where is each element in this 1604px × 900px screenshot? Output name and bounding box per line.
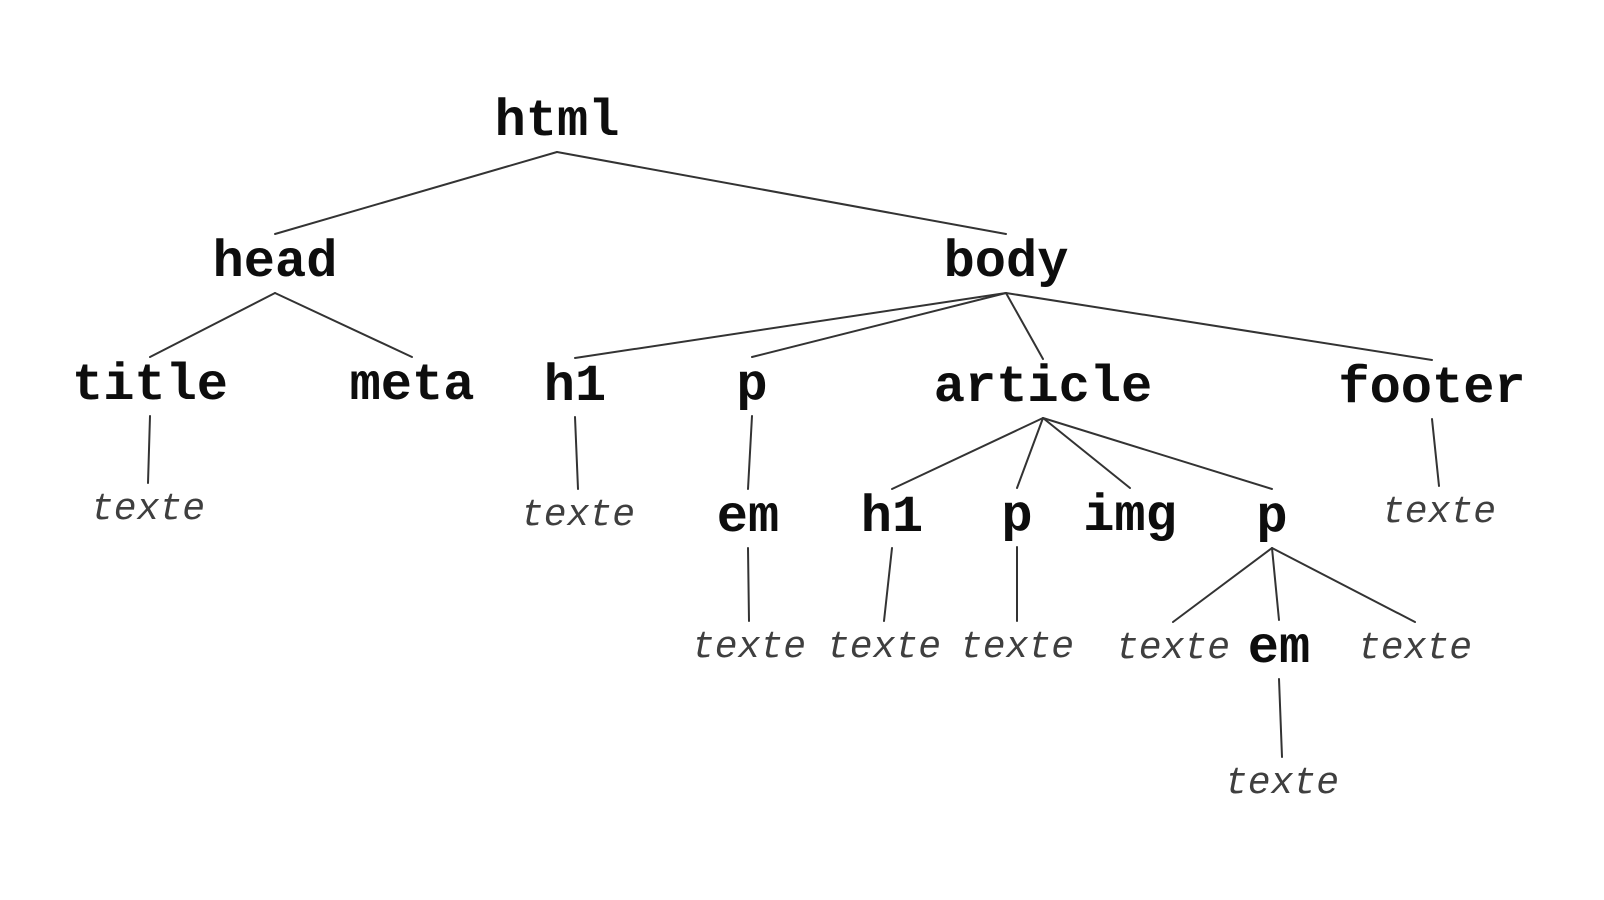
element-node-img: img <box>1083 487 1177 546</box>
element-node-p-body: p <box>736 356 768 415</box>
element-node-head: head <box>212 233 338 292</box>
tree-edge-article-p2-article <box>1042 417 1273 490</box>
tree-edge-body-p-body <box>751 292 1007 358</box>
element-node-h1-body: h1 <box>543 357 607 416</box>
text-node-texte-em-p2: texte <box>1224 762 1340 805</box>
element-node-em-p2: em <box>1247 619 1311 678</box>
tree-edge-head-title <box>149 292 276 358</box>
tree-edge-h1-article-texte-h1-article <box>883 547 893 622</box>
tree-edge-body-article <box>1005 292 1044 360</box>
tree-edge-p2-article-texte-p2-left <box>1172 547 1273 623</box>
element-node-em-p-body: em <box>716 488 780 547</box>
element-node-p-article: p <box>1001 487 1033 546</box>
tree-edge-em-p2-texte-em-p2 <box>1278 678 1283 758</box>
tree-edge-p2-article-texte-p2-right <box>1271 547 1416 623</box>
tree-edge-em-p-body-texte-em <box>747 547 750 622</box>
tree-edge-footer-texte-footer <box>1431 418 1440 487</box>
text-node-texte-em: texte <box>691 626 807 669</box>
tree-edge-html-head <box>274 151 558 235</box>
tree-edge-article-p-article <box>1016 417 1044 489</box>
tree-edge-body-footer <box>1005 292 1433 361</box>
element-node-html: html <box>494 92 620 151</box>
text-node-texte-title: texte <box>90 488 206 531</box>
text-node-texte-p-article: texte <box>959 626 1075 669</box>
element-node-article: article <box>933 358 1153 417</box>
element-node-title: title <box>71 356 229 415</box>
tree-edge-article-h1-article <box>891 417 1044 490</box>
text-node-texte-footer: texte <box>1381 491 1497 534</box>
tree-edge-body-h1-body <box>574 292 1007 359</box>
text-node-texte-p2-right: texte <box>1357 627 1473 670</box>
text-node-texte-h1-body: texte <box>520 494 636 537</box>
element-node-footer: footer <box>1338 359 1526 418</box>
tree-edge-article-img <box>1042 417 1131 489</box>
text-node-texte-p2-left: texte <box>1115 627 1231 670</box>
text-node-texte-h1-article: texte <box>826 626 942 669</box>
element-node-meta: meta <box>349 356 475 415</box>
tree-edge-p2-article-em-p2 <box>1271 547 1280 621</box>
element-node-p2-article: p <box>1256 488 1288 547</box>
tree-edge-h1-body-texte-h1-body <box>574 416 579 490</box>
tree-edge-title-texte-title <box>147 415 151 484</box>
tree-edge-head-meta <box>274 292 413 358</box>
tree-edge-html-body <box>556 151 1007 235</box>
element-node-h1-article: h1 <box>860 488 924 547</box>
element-node-body: body <box>943 233 1069 292</box>
tree-edge-p-body-em-p-body <box>747 415 753 490</box>
